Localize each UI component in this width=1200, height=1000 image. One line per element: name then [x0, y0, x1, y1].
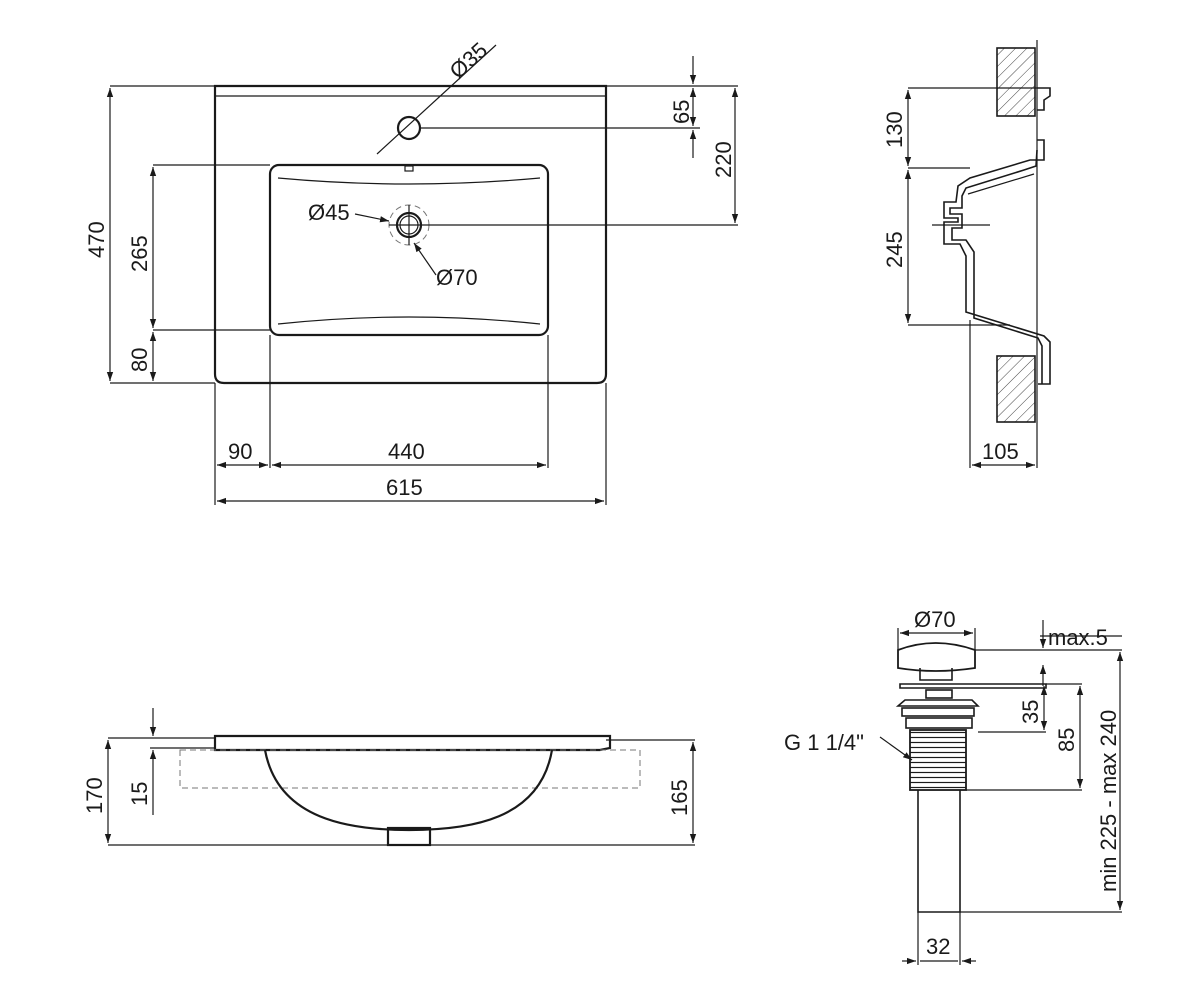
- drain-outer-label: Ø70: [436, 265, 478, 290]
- dim-265-label: 265: [127, 235, 152, 272]
- dim-65-label: 65: [669, 100, 694, 124]
- dim-615-label: 615: [386, 475, 423, 500]
- dim-35-label: 35: [1018, 700, 1043, 724]
- dim-85-label: 85: [1054, 728, 1079, 752]
- dim-90-label: 90: [228, 439, 252, 464]
- drain-inner-label: Ø45: [308, 200, 350, 225]
- dim-80-label: 80: [127, 348, 152, 372]
- front-view: 170 15 165: [82, 708, 697, 847]
- dim-32-label: 32: [926, 934, 950, 959]
- range-label: min 225 - max 240: [1096, 710, 1121, 892]
- thread-label: G 1 1/4": [784, 730, 864, 755]
- dim-165-label: 165: [667, 779, 692, 816]
- top-view: Ø35 Ø45 Ø70 65 220 470 265 80 90 440 615: [84, 37, 739, 505]
- dim-105-label: 105: [982, 439, 1019, 464]
- max-label: max.5: [1048, 625, 1108, 650]
- dim-470-label: 470: [84, 221, 109, 258]
- dim-170-label: 170: [82, 777, 107, 814]
- side-section: 130 245 105: [882, 40, 1051, 469]
- tap-hole: [396, 115, 422, 141]
- dim-130-label: 130: [882, 111, 907, 148]
- cap-diameter-label: Ø70: [914, 607, 956, 632]
- dim-440-label: 440: [388, 439, 425, 464]
- tap-hole-label: Ø35: [445, 37, 493, 83]
- drain-detail: Ø70 max.5 G 1 1/4" 35 85 min 225 - max 2…: [784, 607, 1124, 965]
- dim-245-label: 245: [882, 231, 907, 268]
- dim-15-label: 15: [127, 782, 152, 806]
- dim-220-label: 220: [711, 141, 736, 178]
